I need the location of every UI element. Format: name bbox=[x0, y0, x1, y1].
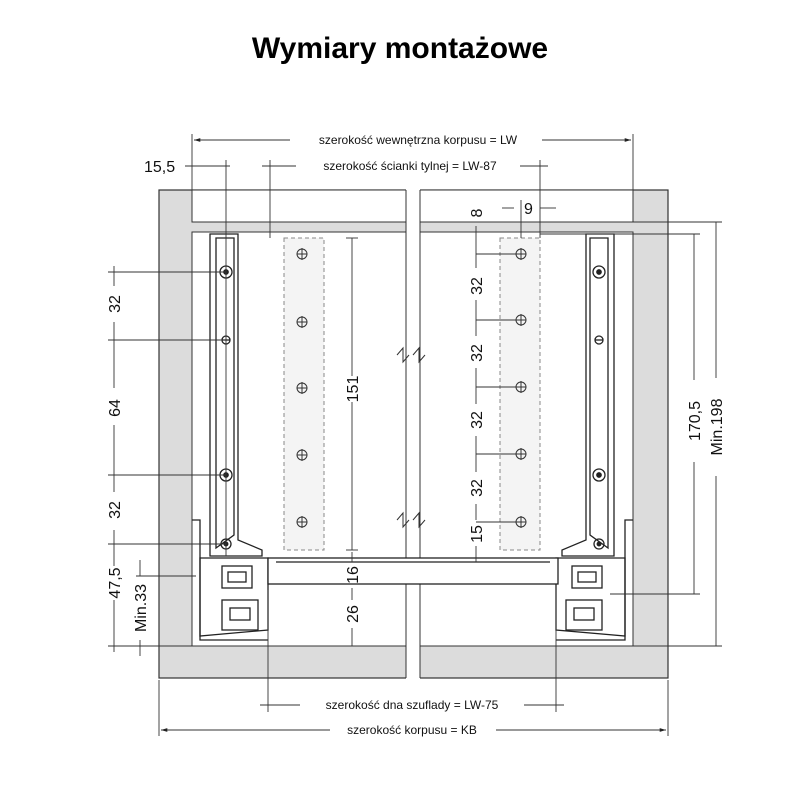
dim-170-5: 170,5 bbox=[687, 401, 704, 441]
dim-right-32-c: 32 bbox=[469, 411, 486, 429]
label-body-width: szerokość korpusu = KB bbox=[347, 723, 477, 737]
dim-left-47-5: 47,5 bbox=[107, 567, 124, 598]
dimension-lines bbox=[108, 134, 722, 736]
dim-15-5: 15,5 bbox=[144, 159, 175, 176]
page-title: Wymiary montażowe bbox=[251, 32, 549, 65]
back-panel-right bbox=[499, 237, 541, 551]
label-bottom-width: szerokość dna szuflady = LW-75 bbox=[326, 698, 499, 712]
label-back-width: szerokość ścianki tylnej = LW-87 bbox=[323, 159, 497, 173]
dim-left-min33: Min.33 bbox=[133, 584, 150, 632]
dim-right-32-d: 32 bbox=[469, 479, 486, 497]
dim-9: 9 bbox=[524, 201, 533, 218]
dimension-labels: szerokość wewnętrzna korpusu = LW szerok… bbox=[107, 133, 726, 737]
dim-left-32-b: 32 bbox=[107, 501, 124, 519]
dim-16: 16 bbox=[345, 566, 362, 584]
dim-left-32-a: 32 bbox=[107, 295, 124, 313]
dim-left-64: 64 bbox=[107, 399, 124, 417]
dim-15: 15 bbox=[469, 525, 486, 543]
drawer-bottom bbox=[267, 557, 559, 585]
dim-right-32-b: 32 bbox=[469, 344, 486, 362]
label-inner-width: szerokość wewnętrzna korpusu = LW bbox=[319, 133, 518, 147]
dim-8: 8 bbox=[469, 208, 486, 217]
back-panel-left bbox=[283, 237, 325, 551]
dim-151: 151 bbox=[345, 376, 362, 403]
dim-min198: Min.198 bbox=[709, 398, 726, 455]
dim-26: 26 bbox=[345, 605, 362, 623]
dim-right-32-a: 32 bbox=[469, 277, 486, 295]
